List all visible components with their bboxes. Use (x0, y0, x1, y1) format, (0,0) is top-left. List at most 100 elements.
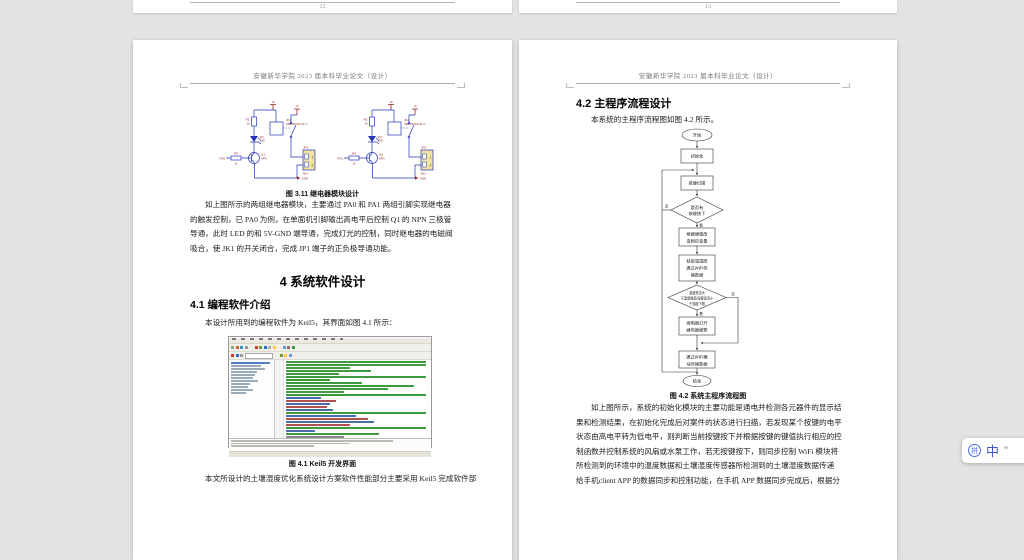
wire (371, 109, 395, 122)
paragraph-line: 本系统的主程序流程图如图 4.2 所示。 (591, 115, 719, 124)
paragraph-line: 吸合，使 JK1 的开关闭合，完成 JP1 端子的正负极导通功能。 (190, 243, 396, 253)
contact (407, 121, 411, 125)
connector-pin (304, 161, 309, 168)
ime-mode-indicator[interactable]: 中 (986, 444, 1000, 459)
power-label: +5 (271, 100, 275, 104)
relay-model: SRD-05VDC-SL-C (404, 122, 426, 126)
branch-label-yes: 是 (699, 223, 703, 228)
paragraph-line: 果和检测结果，在初始化完成后对案件的状态进行扫描，若发现某个按键的电平 (576, 417, 842, 427)
svg-text:按键扫描: 按键扫描 (689, 180, 706, 187)
margin-corner-mark (180, 83, 188, 88)
transistor-type: NPN (379, 157, 385, 161)
power-label: +5 (295, 104, 299, 108)
contact (289, 121, 293, 125)
transistor-ref: Q2 (379, 153, 383, 157)
resistor-value: 1k (365, 122, 368, 126)
power-symbol (412, 108, 418, 115)
led-symbol (250, 136, 258, 142)
wire (253, 109, 277, 122)
wire (372, 164, 421, 179)
relay-circuit-1: +5 R1 1k D1 LED JK1 SRD-05VDC-SL-C +5 Q1… (220, 100, 316, 181)
svg-text:根据键值改: 根据键值改 (687, 231, 709, 238)
margin-corner-mark (457, 83, 465, 88)
resistor-ref: R4 (352, 152, 356, 156)
previous-page-bottom-left: 12 (133, 0, 512, 13)
svg-text:变相应变量: 变相应变量 (687, 238, 708, 245)
body-paragraph: 如上图所示，系统的初始化模块的主要功能是通电并检测各元器件的显示结 果和检测结果… (576, 401, 842, 489)
wire (254, 164, 303, 179)
flow-node-end (682, 375, 712, 387)
flow-decision-threshold (667, 284, 727, 311)
branch-label-no: 否 (665, 205, 669, 209)
document-page-right[interactable]: 安徽新华学院 2023 届本科毕业论文（设计） 4.2 主程序流程设计 本系统的… (519, 40, 897, 560)
resistor (251, 116, 257, 127)
connector-pin (304, 153, 309, 160)
header-rule (576, 83, 840, 84)
svg-text:结束: 结束 (693, 378, 702, 385)
keil-toolbar-2 (229, 352, 431, 360)
resistor (348, 155, 360, 161)
connector-pin (422, 153, 427, 160)
flow-intro: 本系统的主程序流程图如图 4.2 所示。 (576, 113, 841, 128)
keil-ide-screenshot[interactable] (228, 336, 432, 457)
relay-circuit-2: +5 R2 1k D2 LED JK2 SRD-05VDC-SL-C +5 Q2… (338, 100, 434, 181)
footer-rule (190, 2, 455, 3)
resistor-value: 1k (235, 162, 238, 166)
ime-punctuation-indicator[interactable]: ” (1004, 443, 1009, 458)
resistor-ref: R1 (246, 118, 250, 122)
power-label: +5 (389, 100, 393, 104)
resistor (369, 116, 375, 127)
main-program-flowchart[interactable]: 否 是 否 是 开始 初始化 按键扫描 是否有 按键按下 根据键值改 变相应变量… (637, 128, 757, 390)
svg-text:输数据: 输数据 (691, 272, 704, 279)
resistor-ref: R3 (234, 152, 238, 156)
figure-caption-4-2: 图 4.2 系统主程序流程图 (669, 393, 747, 400)
power-symbol (388, 104, 394, 110)
transistor-ref: Q1 (261, 153, 265, 157)
flow-node-update-var (678, 227, 716, 247)
paragraph-line: 的触发控制，已 PA0 为例，在单面机引脚输出高电平后控制 Q1 的 NPN 三… (190, 214, 452, 224)
previous-page-bottom-right: 13 (519, 0, 897, 13)
connector-sub: M12 (421, 172, 427, 176)
ime-status-widget[interactable]: 拼 中 ” (962, 438, 1024, 463)
figure-caption-3-11: 图 3.11 继电器模块设计 (285, 191, 360, 198)
connector-pin (422, 161, 427, 168)
ime-logo-icon[interactable]: 拼 (968, 444, 981, 457)
body-paragraph: 如上图所示的两组继电器模块，主要通过 PA0 和 PA1 两组引脚实现继电器 的… (190, 198, 455, 256)
connector-ref: JP1 (303, 146, 309, 150)
svg-text:按键按下: 按键按下 (689, 210, 706, 217)
relay-model: SRD-05VDC-SL-C (286, 122, 308, 126)
svg-text:通过WIFI传: 通过WIFI传 (686, 265, 707, 272)
page-header: 安徽新华学院 2023 届本科毕业论文（设计） (638, 73, 778, 80)
section-heading-4: 4 系统软件设计 (279, 275, 366, 289)
transistor-leads (245, 150, 255, 178)
power-symbol (294, 108, 300, 115)
keil-build-output (229, 438, 431, 451)
loop-back-line (661, 168, 697, 373)
keil-project-tree (229, 360, 275, 438)
page-header: 安徽新华学院 2023 届本科毕业论文（设计） (253, 73, 392, 80)
branch-label-no: 否 (731, 292, 735, 296)
flow-node-keyscan (680, 175, 714, 191)
keil-toolbar-1 (229, 344, 431, 352)
power-label: +5 (413, 104, 417, 108)
gnd-symbol (415, 176, 419, 180)
keil-status-bar (229, 451, 431, 457)
transistor-type: NPN (261, 157, 267, 161)
input-net-label: PA1 (338, 157, 344, 161)
svg-text:蜂鸣器报警: 蜂鸣器报警 (687, 327, 709, 334)
pin-number: 2 (312, 164, 314, 168)
led-ref: D1 (260, 135, 264, 139)
svg-text:继电器打开: 继电器打开 (687, 320, 708, 327)
pin-number: 1 (312, 156, 314, 160)
led-symbol (368, 136, 376, 142)
contact (407, 135, 411, 139)
page-number: 13 (705, 4, 711, 10)
document-page-left[interactable]: 安徽新华学院 2023 届本科毕业论文（设计） +5 R1 1k D1 LED … (133, 40, 512, 560)
svg-text:初始化: 初始化 (691, 153, 704, 160)
led-arrows (368, 137, 380, 150)
relay-module-figure[interactable]: +5 R1 1k D1 LED JK1 SRD-05VDC-SL-C +5 Q1… (213, 95, 463, 190)
keil-intro: 本设计所用到的编程软件为 Keil5，其界面如图 4.1 所示： (190, 316, 455, 331)
no-branch-line (700, 297, 739, 345)
footer-rule (576, 2, 840, 3)
svg-text:块传输数据: 块传输数据 (687, 360, 708, 367)
